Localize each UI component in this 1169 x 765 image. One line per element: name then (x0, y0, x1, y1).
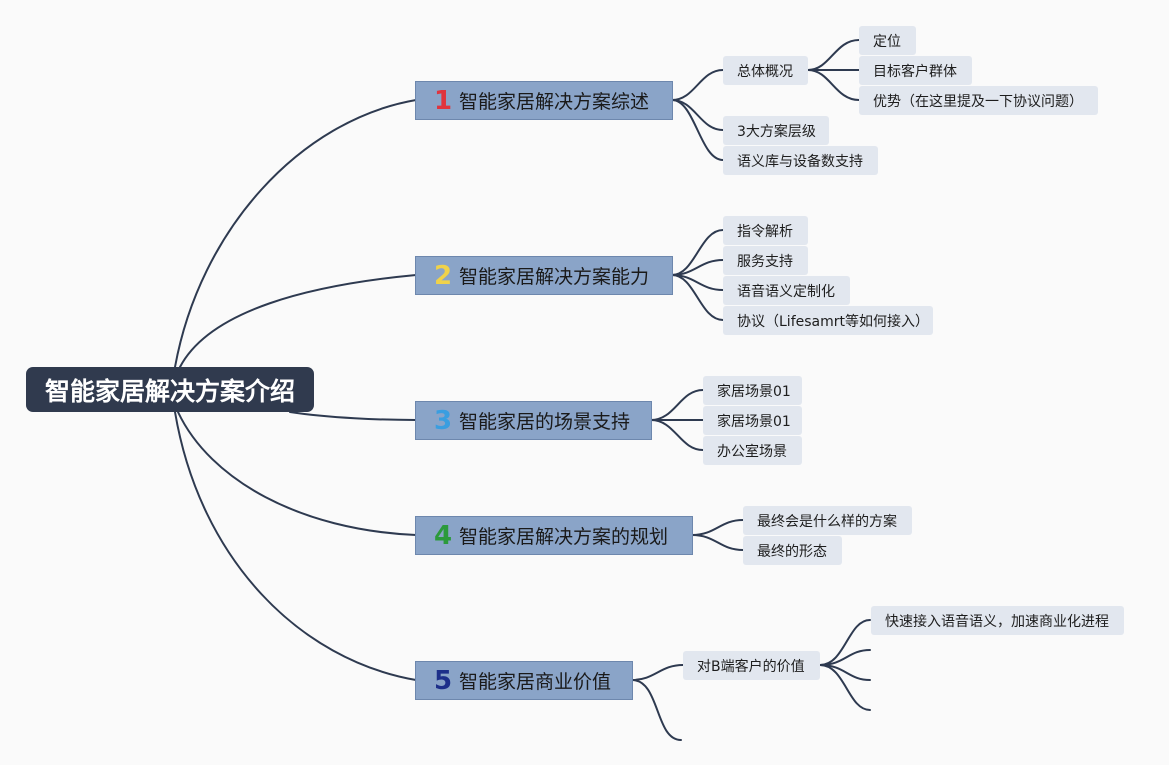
link-t2-s4 (671, 274, 724, 321)
link-root-topic-2 (179, 274, 417, 368)
topic-5-sub-1[interactable]: 对B端客户的价值 (683, 651, 820, 680)
link-root-topic-5 (174, 411, 417, 681)
link-t4-s1 (691, 519, 744, 536)
link-t5s1-c4 (819, 664, 871, 711)
topic-1-sub-1-child-1[interactable]: 定位 (859, 26, 916, 55)
topic-4-label: 智能家居解决方案的规划 (459, 526, 669, 548)
topic-1-label: 智能家居解决方案综述 (459, 91, 650, 113)
root-topic[interactable]: 智能家居解决方案介绍 (26, 367, 314, 412)
link-t1-s1 (671, 69, 724, 101)
topic-5-sub-1-child-1[interactable]: 快速接入语音语义，加速商业化进程 (871, 606, 1124, 635)
link-root-topic-4 (177, 411, 417, 536)
link-s1-c3 (807, 69, 860, 101)
topic-3-label: 智能家居的场景支持 (459, 411, 631, 433)
link-t1-s3 (671, 99, 724, 161)
sub-label: 对B端客户的价值 (697, 658, 805, 675)
link-t5-s1 (631, 664, 684, 681)
link-t5-s2 (631, 679, 682, 741)
sub-label: 办公室场景 (717, 443, 787, 460)
link-t3-s1 (650, 389, 704, 421)
topic-2-sub-3[interactable]: 语音语义定制化 (723, 276, 850, 305)
link-t4-s2 (691, 534, 744, 551)
topic-2-label: 智能家居解决方案能力 (459, 266, 650, 288)
topic-3-number: 3 (433, 405, 453, 436)
topic-4-sub-1[interactable]: 最终会是什么样的方案 (743, 506, 912, 535)
topic-3[interactable]: 3 智能家居的场景支持 (415, 401, 652, 440)
topic-1-sub-1-child-2[interactable]: 目标客户群体 (859, 56, 972, 85)
sub-label: 最终会是什么样的方案 (757, 513, 897, 530)
sub-label: 家居场景01 (717, 383, 791, 400)
topic-1-number: 1 (433, 85, 453, 116)
root-topic-label: 智能家居解决方案介绍 (44, 376, 295, 406)
topic-5-label: 智能家居商业价值 (459, 671, 612, 693)
link-root-topic-3 (289, 411, 417, 421)
topic-4[interactable]: 4 智能家居解决方案的规划 (415, 516, 693, 555)
topic-1-sub-2[interactable]: 3大方案层级 (723, 116, 829, 145)
link-t3-s3 (650, 419, 704, 451)
sub-label: 协议（Lifesamrt等如何接入） (737, 313, 929, 330)
sub-label: 3大方案层级 (737, 123, 816, 140)
sub-label: 定位 (873, 33, 901, 50)
topic-1[interactable]: 1 智能家居解决方案综述 (415, 81, 673, 120)
topic-3-sub-2[interactable]: 家居场景01 (703, 406, 802, 435)
topic-2-sub-1[interactable]: 指令解析 (723, 216, 808, 245)
sub-label: 家居场景01 (717, 413, 791, 430)
sub-label: 语音语义定制化 (737, 283, 835, 300)
sub-label: 最终的形态 (757, 543, 827, 560)
sub-label: 服务支持 (737, 253, 793, 270)
topic-5[interactable]: 5 智能家居商业价值 (415, 661, 633, 700)
link-t1-s2 (671, 99, 724, 131)
sub-label: 目标客户群体 (873, 63, 957, 80)
sub-label: 优势（在这里提及一下协议问题） (873, 93, 1083, 110)
sub-label: 指令解析 (737, 223, 793, 240)
link-root-topic-1 (174, 99, 417, 368)
topic-2-sub-2[interactable]: 服务支持 (723, 246, 808, 275)
sub-label: 总体概况 (737, 63, 793, 80)
topic-4-sub-2[interactable]: 最终的形态 (743, 536, 842, 565)
topic-3-sub-1[interactable]: 家居场景01 (703, 376, 802, 405)
topic-1-sub-1-child-3[interactable]: 优势（在这里提及一下协议问题） (859, 86, 1098, 115)
topic-2-sub-4[interactable]: 协议（Lifesamrt等如何接入） (723, 306, 933, 335)
topic-4-number: 4 (433, 520, 453, 551)
topic-1-sub-3[interactable]: 语义库与设备数支持 (723, 146, 878, 175)
topic-5-number: 5 (433, 665, 453, 696)
topic-3-sub-3[interactable]: 办公室场景 (703, 436, 802, 465)
topic-2[interactable]: 2 智能家居解决方案能力 (415, 256, 673, 295)
topic-2-number: 2 (433, 260, 453, 291)
sub-label: 快速接入语音语义，加速商业化进程 (885, 613, 1109, 630)
topic-1-sub-1[interactable]: 总体概况 (723, 56, 808, 85)
sub-label: 语义库与设备数支持 (737, 153, 863, 170)
link-s1-c1 (807, 39, 860, 71)
